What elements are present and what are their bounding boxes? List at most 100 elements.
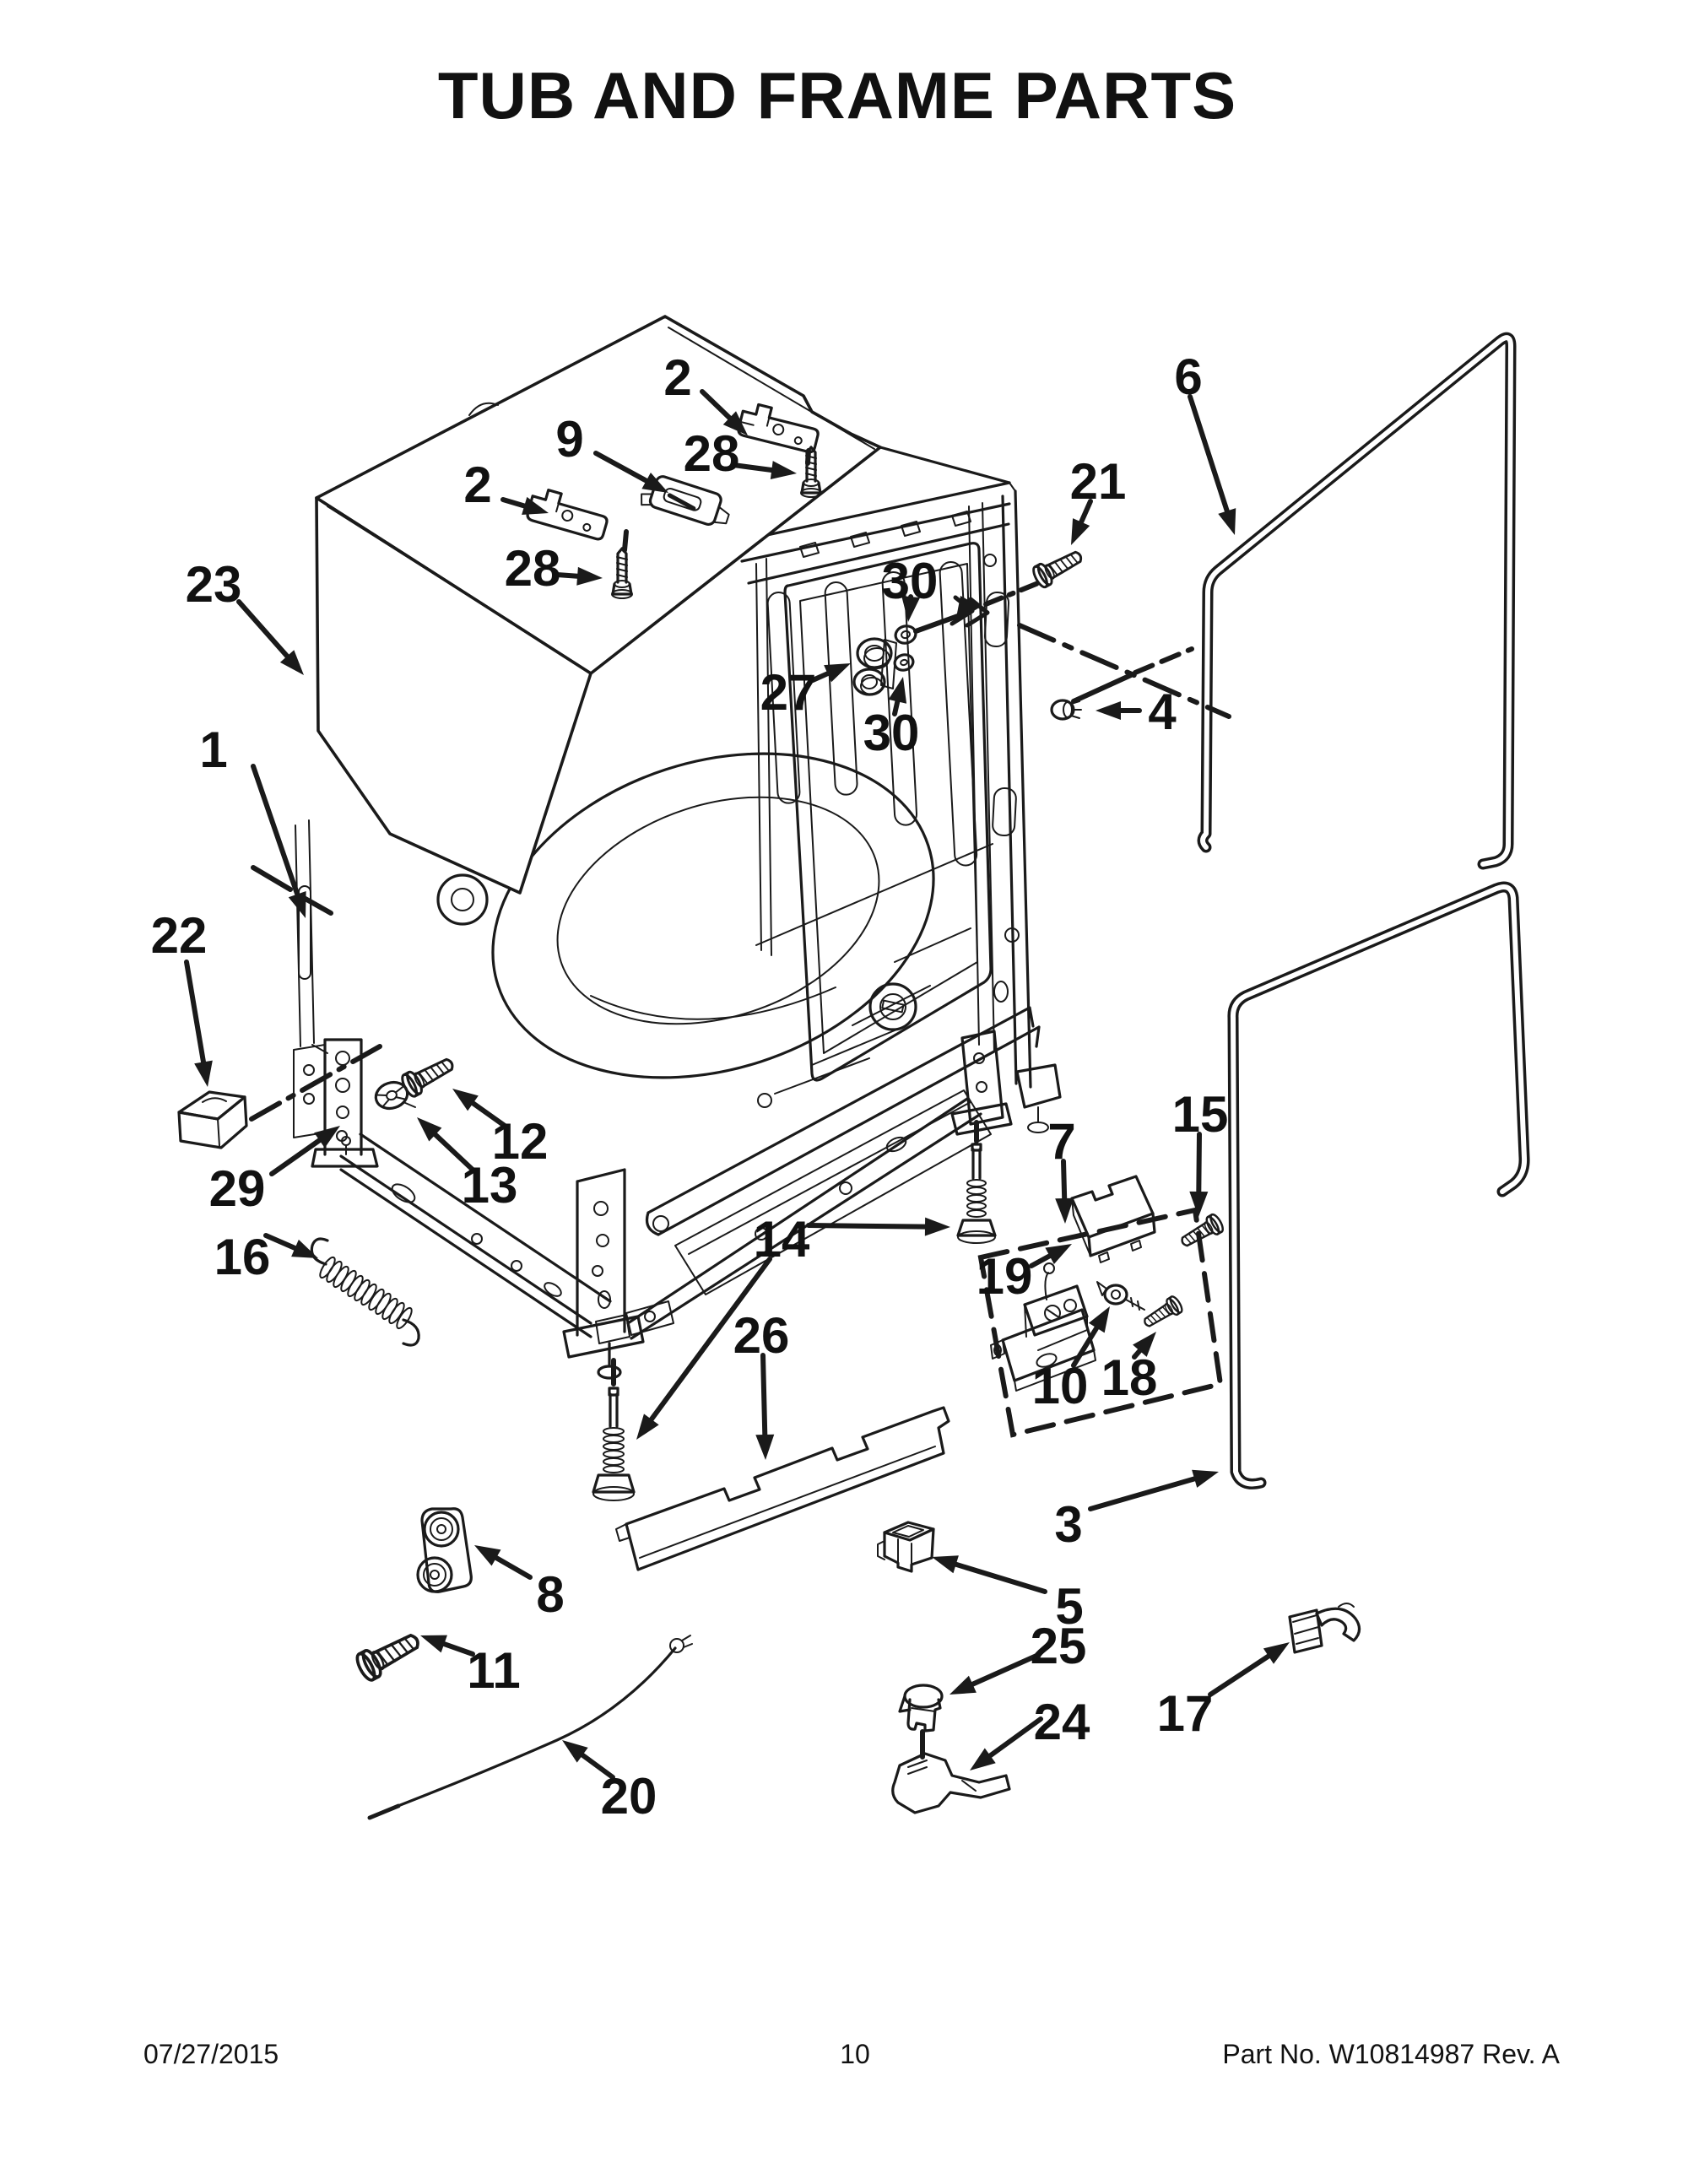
spring-part-16 (310, 1237, 420, 1347)
callout-label-21: 21 (1070, 453, 1127, 510)
callout-arrowhead (950, 1675, 977, 1695)
callout-arrowhead (314, 1126, 340, 1149)
footer-date: 07/27/2015 (143, 2039, 279, 2069)
assembly-centerlines (249, 448, 1231, 1760)
page-title: TUB AND FRAME PARTS (438, 58, 1236, 132)
callout-arrowhead (1133, 1332, 1156, 1357)
cover-part-7-19 (1070, 1175, 1156, 1263)
access-panel-part-26 (615, 1406, 950, 1571)
callout-arrow (236, 599, 290, 659)
clip-part-17 (1288, 1603, 1361, 1654)
callout-label-9: 9 (555, 411, 583, 468)
callout-arrow (970, 1653, 1039, 1687)
bumper-part-22 (177, 1090, 248, 1149)
callout-arrow (580, 1752, 615, 1780)
callout-label-5: 5 (1055, 1578, 1083, 1635)
callout-arrow (731, 462, 775, 473)
callout-arrowhead (755, 1434, 775, 1460)
callout-arrow (953, 1561, 1047, 1594)
callout-arrow (1079, 499, 1093, 525)
callout-label-12: 12 (492, 1113, 549, 1170)
callout-label-19: 19 (977, 1248, 1033, 1305)
callout-arrowhead (1045, 1244, 1072, 1264)
plug-part-4 (1050, 699, 1082, 721)
wingnut-washer (1096, 1281, 1145, 1311)
screw-part-18 (1139, 1294, 1186, 1333)
callout-label-24: 24 (1034, 1694, 1090, 1750)
callout-arrow (1208, 1653, 1271, 1697)
callout-arrow (700, 389, 733, 421)
callout-arrow (760, 1353, 768, 1438)
small-parts (177, 399, 1361, 1820)
callout-arrowhead (1192, 1469, 1219, 1488)
callout-arrowhead (279, 650, 304, 675)
callout-label-2: 2 (663, 349, 691, 406)
callout-label-16: 16 (214, 1229, 271, 1285)
callout-arrow (441, 1641, 475, 1657)
terminal-box-part-10 (990, 1262, 1096, 1392)
callout-arrow (251, 764, 300, 897)
callout-label-22: 22 (151, 907, 208, 964)
callout-arrow (1196, 1132, 1202, 1195)
callout-label-28: 28 (505, 540, 561, 597)
callout-label-26: 26 (733, 1307, 790, 1364)
callout-arrow (555, 572, 581, 579)
callout-label-2: 2 (463, 457, 491, 513)
callout-arrowhead (1218, 508, 1236, 535)
callout-label-29: 29 (209, 1160, 266, 1217)
callout-arrowhead (420, 1635, 447, 1653)
junction-box-dashed-outline (977, 1207, 1224, 1438)
callout-arrow (432, 1132, 475, 1172)
callout-label-10: 10 (1032, 1358, 1089, 1414)
callout-arrowhead (770, 461, 797, 479)
callout-arrowhead (901, 596, 921, 622)
callout-label-3: 3 (1054, 1496, 1082, 1553)
footer-part-no: Part No. W10814987 Rev. A (1222, 2039, 1560, 2069)
callout-arrowhead (1071, 518, 1090, 545)
callout-arrowhead (636, 1414, 659, 1440)
callout-arrow (1071, 1325, 1100, 1368)
callout-arrowhead (522, 496, 549, 516)
callout-arrowhead (1263, 1642, 1290, 1664)
callout-arrowhead (417, 1117, 442, 1142)
washer-part-30a (894, 624, 917, 645)
callout-arrow (1088, 1476, 1198, 1511)
callout-label-6: 6 (1174, 349, 1202, 405)
callout-label-11: 11 (467, 1642, 520, 1699)
callout-arrowhead (291, 1239, 318, 1258)
tub-wrapper (251, 315, 882, 926)
callout-arrow (987, 1716, 1043, 1759)
callout-arrow (470, 1100, 507, 1128)
bolt-part-11 (352, 1625, 425, 1684)
callout-label-30: 30 (882, 553, 939, 609)
callout-arrow (263, 1233, 298, 1251)
callout-arrowhead (576, 566, 603, 586)
callout-arrow (1061, 1159, 1068, 1202)
callout-arrow (810, 671, 830, 683)
callout-arrowhead (970, 1748, 996, 1770)
callout-arrowhead (924, 1217, 950, 1236)
callout-arrowhead (452, 1089, 479, 1111)
callout-layer: 1223456789101112131415161718192021222324… (151, 349, 1290, 1825)
door-gasket-lower (1227, 881, 1530, 1489)
callout-arrowhead (888, 677, 907, 704)
callout-arrow (1029, 1253, 1052, 1268)
callout-arrow (648, 1257, 772, 1422)
footer-page-number: 10 (840, 2039, 870, 2069)
leveling-screw-right (956, 1143, 997, 1244)
leveling-screw-left (592, 1387, 636, 1501)
callout-arrow (806, 1223, 928, 1230)
callout-arrowhead (932, 1555, 959, 1574)
callout-arrow (1132, 1348, 1143, 1360)
screw-part-21 (1030, 544, 1087, 591)
tub-assembly (295, 446, 1062, 1295)
callout-arrow (593, 451, 649, 484)
callout-arrow (493, 1554, 533, 1580)
callout-arrowhead (1055, 1197, 1074, 1224)
cable-part-20 (367, 1635, 693, 1820)
callout-label-8: 8 (536, 1566, 564, 1623)
callout-arrowhead (1096, 701, 1121, 720)
switch-part-5 (877, 1521, 935, 1573)
callout-label-27: 27 (760, 664, 817, 721)
